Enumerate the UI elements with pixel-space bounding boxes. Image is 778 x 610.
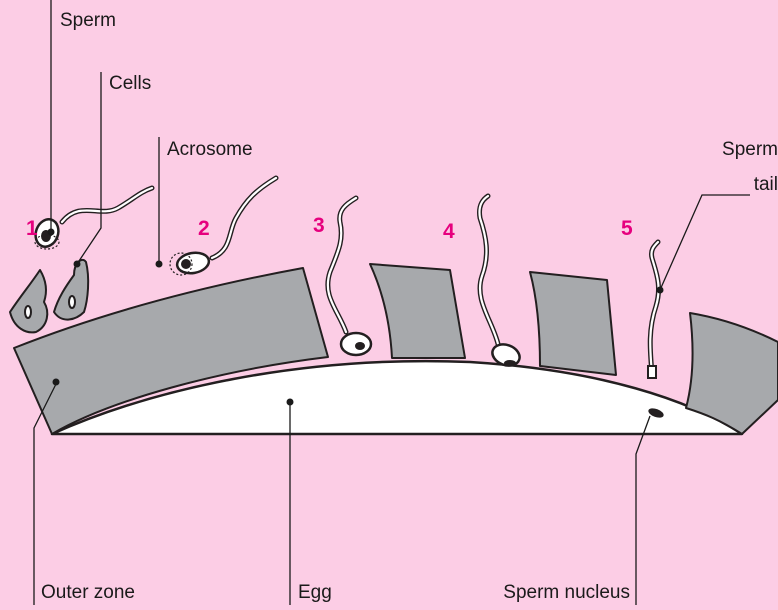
label-cells: Cells	[109, 73, 151, 94]
leader-dot-acrosome	[156, 261, 163, 268]
stage-number-5: 5	[621, 217, 633, 240]
stage-number-1: 1	[26, 217, 38, 240]
corona-cell-1-nucleus	[25, 306, 31, 318]
corona-cell-2-nucleus	[69, 296, 75, 308]
label-sperm: Sperm	[60, 10, 116, 31]
label-egg: Egg	[298, 582, 332, 603]
label-sperm-tail-line2: tail	[754, 174, 778, 195]
leader-dot-cells	[74, 261, 81, 268]
stage-number-3: 3	[313, 214, 325, 237]
outer-zone-block-3	[530, 272, 616, 375]
label-sperm-tail-line1: Sperm	[722, 139, 778, 160]
sperm-2-nucleus	[181, 259, 191, 269]
label-outer-zone: Outer zone	[41, 582, 135, 603]
sperm-4-nucleus	[504, 360, 516, 366]
leader-dot-outer-zone	[53, 379, 60, 386]
leader-dot-sperm-tail	[657, 287, 664, 294]
stage-number-4: 4	[443, 220, 455, 243]
sperm-5-tail-end	[648, 366, 656, 378]
sperm-3-nucleus	[355, 342, 365, 350]
label-sperm-nucleus: Sperm nucleus	[503, 582, 630, 603]
leader-dot-sperm	[48, 229, 55, 236]
label-acrosome: Acrosome	[167, 139, 253, 160]
leader-dot-egg	[287, 399, 294, 406]
stage-number-2: 2	[198, 217, 210, 240]
